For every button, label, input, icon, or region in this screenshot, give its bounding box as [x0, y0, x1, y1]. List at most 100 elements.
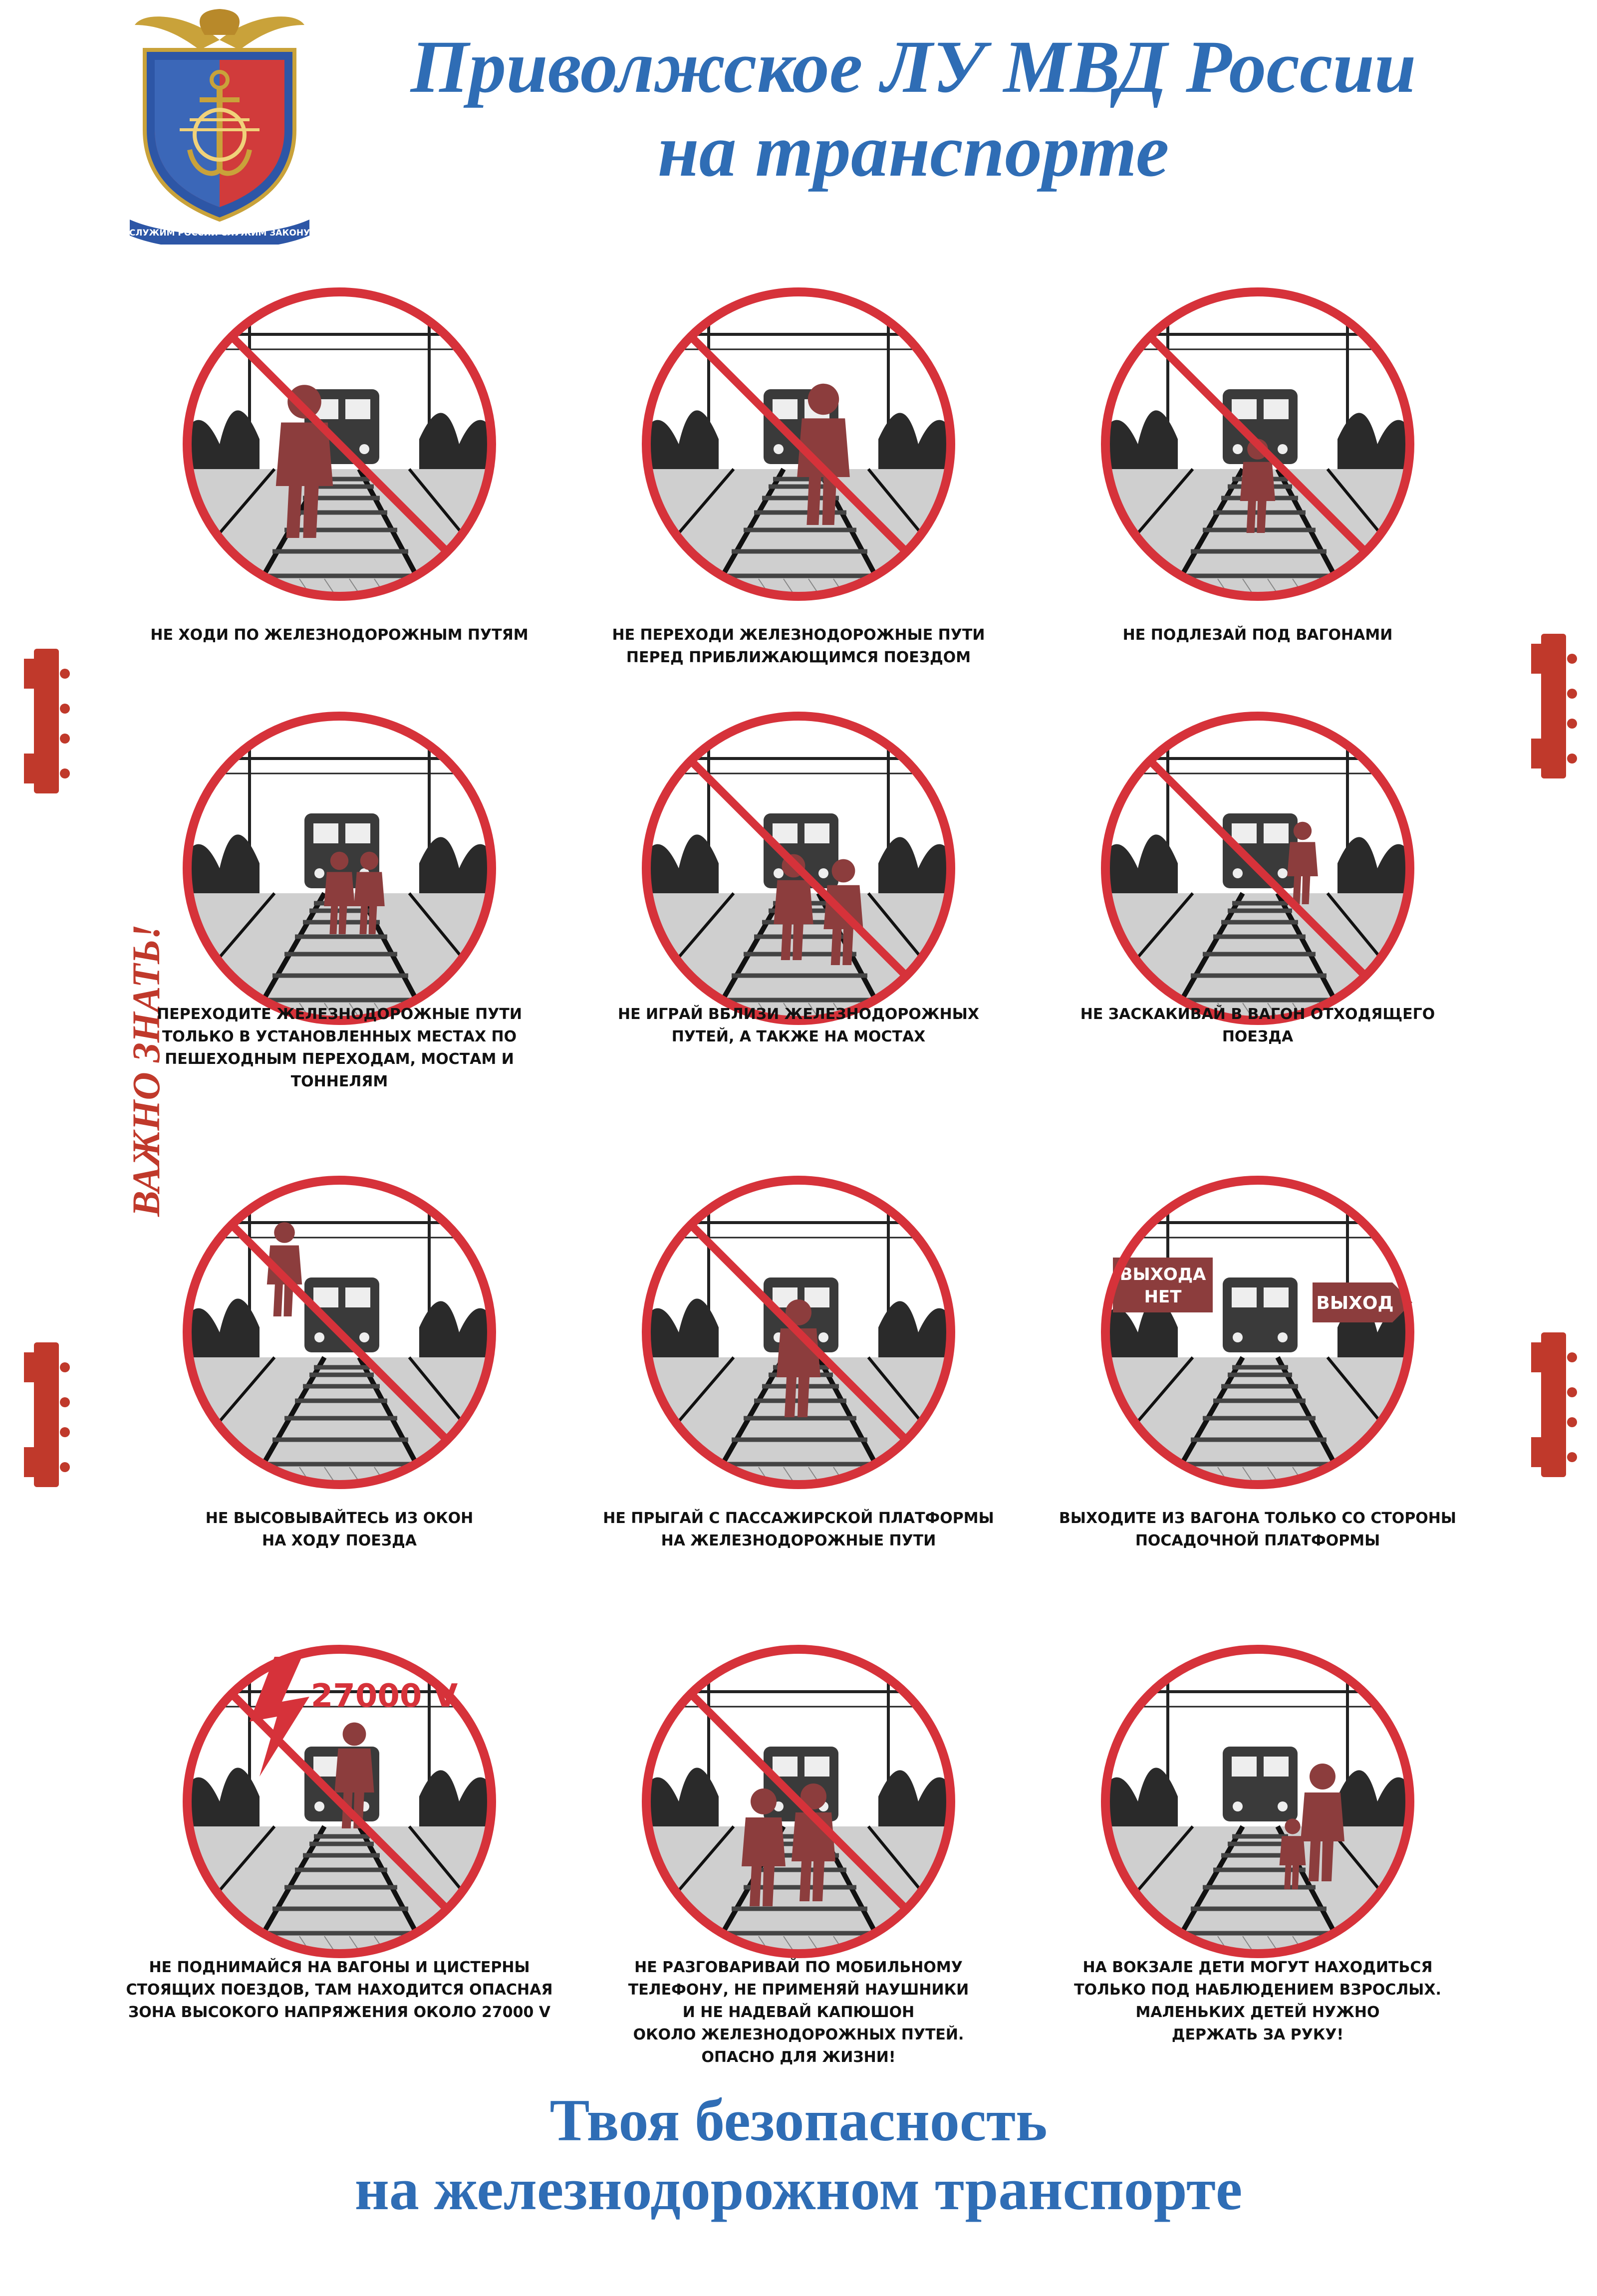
- rule-caption: НА ВОКЗАЛЕ ДЕТИ МОГУТ НАХОДИТЬСЯ ТОЛЬКО П…: [1033, 1956, 1482, 2046]
- prohibition-slash: [688, 334, 909, 554]
- rule-caption-line: МАЛЕНЬКИХ ДЕТЕЙ НУЖНО: [1135, 2004, 1380, 2021]
- prohibition-sign: [634, 704, 963, 1033]
- sign-ring: [183, 1645, 496, 1958]
- rule-caption: ПЕРЕХОДИТЕ ЖЕЛЕЗНОДОРОЖНЫЕ ПУТИ ТОЛЬКО В …: [115, 1003, 564, 1093]
- rule-caption: НЕ РАЗГОВАРИВАЙ ПО МОБИЛЬНОМУ ТЕЛЕФОНУ, Н…: [574, 1956, 1023, 2068]
- rule-item: НЕ ХОДИ ПО ЖЕЛЕЗНОДОРОЖНЫМ ПУТЯМ: [115, 279, 564, 729]
- poster-title: Приволжское ЛУ МВД России на транспорте: [319, 25, 1507, 193]
- instruction-illustration: ВЫХОДА НЕТ ВЫХОД: [1093, 1168, 1422, 1497]
- rule-caption-line: НЕ ПОДНИМАЙСЯ НА ВАГОНЫ И ЦИСТЕРНЫ: [149, 1959, 530, 1976]
- prohibition-sign: [634, 1168, 963, 1497]
- rule-caption-line: ТЕЛЕФОНУ, НЕ ПРИМЕНЯЙ НАУШНИКИ: [628, 1981, 969, 1999]
- prohibition-sign: [175, 1168, 504, 1497]
- sign-ring: [1101, 1645, 1414, 1958]
- rule-item: ВЫХОДА НЕТ ВЫХОД ВЫХОДИТЕ ИЗ ВАГОНА ТОЛЬКО …: [1033, 1168, 1482, 1617]
- title-line-2: на транспорте: [657, 109, 1169, 192]
- rule-caption-line: НЕ ПРЫГАЙ С ПАССАЖИРСКОЙ ПЛАТФОРМЫ: [603, 1510, 994, 1527]
- footer-line-1: Твоя безопасность: [549, 2087, 1048, 2153]
- prohibition-slash: [229, 334, 450, 554]
- rule-caption-line: НЕ ИГРАЙ ВБЛИЗИ ЖЕЛЕЗНОДОРОЖНЫХ: [618, 1006, 979, 1023]
- rule-caption-line: ПЕРЕХОДИТЕ ЖЕЛЕЗНОДОРОЖНЫЕ ПУТИ: [157, 1006, 522, 1023]
- rule-caption-line: НЕ ПОДЛЕЗАЙ ПОД ВАГОНАМИ: [1122, 626, 1393, 644]
- instruction-illustration: [175, 704, 504, 1033]
- rule-item: НЕ РАЗГОВАРИВАЙ ПО МОБИЛЬНОМУ ТЕЛЕФОНУ, Н…: [574, 1637, 1023, 2086]
- rule-caption-line: НЕ ЗАСКАКИВАЙ В ВАГОН ОТХОДЯЩЕГО: [1080, 1006, 1435, 1023]
- prohibition-slash: [1147, 334, 1368, 554]
- sign-ring: [183, 712, 496, 1025]
- rule-item: НА ВОКЗАЛЕ ДЕТИ МОГУТ НАХОДИТЬСЯ ТОЛЬКО П…: [1033, 1637, 1482, 2086]
- rule-item: ПЕРЕХОДИТЕ ЖЕЛЕЗНОДОРОЖНЫЕ ПУТИ ТОЛЬКО В …: [115, 704, 564, 1153]
- footer-line-2: на железнодорожном транспорте: [354, 2156, 1243, 2222]
- prohibition-slash: [688, 758, 909, 979]
- rule-caption-line: НА ЖЕЛЕЗНОДОРОЖНЫЕ ПУТИ: [661, 1532, 936, 1549]
- prohibition-slash: [229, 1222, 450, 1443]
- exit-sign: ВЫХОД: [1316, 1293, 1393, 1313]
- rule-caption: НЕ ХОДИ ПО ЖЕЛЕЗНОДОРОЖНЫМ ПУТЯМ: [115, 624, 564, 646]
- rule-caption-line: НЕ ПЕРЕХОДИ ЖЕЛЕЗНОДОРОЖНЫЕ ПУТИ: [612, 626, 985, 644]
- prohibition-slash: [688, 1222, 909, 1443]
- title-line-1: Приволжское ЛУ МВД России: [410, 25, 1416, 108]
- right-side-band: ВАЖНО ЗНАТЬ!: [1507, 624, 1597, 1572]
- police-emblem-icon: СЛУЖИМ РОССИИ СЛУЖИМ ЗАКОНУ: [129, 9, 310, 245]
- rule-caption-line: ДЕРЖАТЬ ЗА РУКУ!: [1171, 2026, 1344, 2043]
- sign-ring: [642, 287, 955, 601]
- rule-caption: НЕ ПРЫГАЙ С ПАССАЖИРСКОЙ ПЛАТФОРМЫ НА ЖЕЛ…: [574, 1507, 1023, 1552]
- rule-caption-line: НА ВОКЗАЛЕ ДЕТИ МОГУТ НАХОДИТЬСЯ: [1082, 1959, 1433, 1976]
- poster-header: СЛУЖИМ РОССИИ СЛУЖИМ ЗАКОНУ Приволжское …: [0, 0, 1597, 259]
- instruction-illustration: [1093, 1637, 1422, 1966]
- sign-ring: [1101, 712, 1414, 1025]
- railway-scene-icon: [183, 712, 496, 1025]
- prohibition-icon: [642, 1176, 955, 1489]
- railway-scene-icon: [1101, 1645, 1414, 1958]
- rule-caption-line: НЕ РАЗГОВАРИВАЙ ПО МОБИЛЬНОМУ: [634, 1959, 963, 1976]
- prohibition-sign: [634, 1637, 963, 1966]
- no-exit-sign-line2: НЕТ: [1144, 1287, 1182, 1307]
- rule-item: НЕ ПЕРЕХОДИ ЖЕЛЕЗНОДОРОЖНЫЕ ПУТИ ПЕРЕД ПР…: [574, 279, 1023, 729]
- rule-item: НЕ ЗАСКАКИВАЙ В ВАГОН ОТХОДЯЩЕГО ПОЕЗДА: [1033, 704, 1482, 1153]
- rule-caption-line: ОПАСНО ДЛЯ ЖИЗНИ!: [701, 2048, 896, 2066]
- rule-item: НЕ ПРЫГАЙ С ПАССАЖИРСКОЙ ПЛАТФОРМЫ НА ЖЕЛ…: [574, 1168, 1023, 1617]
- rule-caption-line: ПОСАДОЧНОЙ ПЛАТФОРМЫ: [1135, 1532, 1380, 1549]
- prohibition-slash: [229, 1691, 450, 1912]
- sign-ring: [183, 287, 496, 601]
- prohibition-slash: [1147, 758, 1368, 979]
- rule-caption-line: ПУТЕЙ, А ТАКЖЕ НА МОСТАХ: [671, 1028, 926, 1045]
- train-icon: [24, 1342, 70, 1487]
- train-icon: [1531, 1332, 1577, 1477]
- prohibition-sign: [175, 279, 504, 609]
- rule-caption-line: ВЫХОДИТЕ ИЗ ВАГОНА ТОЛЬКО СО СТОРОНЫ: [1059, 1510, 1456, 1527]
- sign-ring: [1101, 287, 1414, 601]
- rule-caption-line: ПОЕЗДА: [1222, 1028, 1294, 1045]
- sign-ring: [642, 712, 955, 1025]
- prohibition-slash: [688, 1691, 909, 1912]
- prohibition-icon: [642, 287, 955, 601]
- rule-caption-line: ПЕРЕД ПРИБЛИЖАЮЩИМСЯ ПОЕЗДОМ: [626, 649, 971, 666]
- no-exit-sign-line1: ВЫХОДА: [1120, 1265, 1207, 1284]
- left-side-band: ВАЖНО ЗНАТЬ!: [0, 639, 168, 1587]
- rule-caption: НЕ ЗАСКАКИВАЙ В ВАГОН ОТХОДЯЩЕГО ПОЕЗДА: [1033, 1003, 1482, 1048]
- rule-caption-line: ТОЛЬКО В УСТАНОВЛЕННЫХ МЕСТАХ ПО: [162, 1028, 517, 1045]
- rule-caption: ВЫХОДИТЕ ИЗ ВАГОНА ТОЛЬКО СО СТОРОНЫ ПОСА…: [1033, 1507, 1482, 1552]
- poster-footer: Твоя безопасность на железнодорожном тра…: [0, 2086, 1597, 2224]
- prohibition-icon: [642, 712, 955, 1025]
- side-label-left: ВАЖНО ЗНАТЬ!: [124, 924, 168, 1217]
- rule-caption: НЕ ИГРАЙ ВБЛИЗИ ЖЕЛЕЗНОДОРОЖНЫХ ПУТЕЙ, А …: [574, 1003, 1023, 1048]
- rule-caption: НЕ ПОДЛЕЗАЙ ПОД ВАГОНАМИ: [1033, 624, 1482, 646]
- rule-caption-line: НЕ ВЫСОВЫВАЙТЕСЬ ИЗ ОКОН: [205, 1510, 474, 1527]
- rule-item: НЕ ИГРАЙ ВБЛИЗИ ЖЕЛЕЗНОДОРОЖНЫХ ПУТЕЙ, А …: [574, 704, 1023, 1153]
- train-icon: [24, 649, 70, 793]
- sign-ring: [183, 1176, 496, 1489]
- rule-caption: НЕ ПЕРЕХОДИ ЖЕЛЕЗНОДОРОЖНЫЕ ПУТИ ПЕРЕД ПР…: [574, 624, 1023, 669]
- rule-caption-line: ЗОНА ВЫСОКОГО НАПРЯЖЕНИЯ ОКОЛО 27000 V: [128, 2004, 551, 2021]
- rule-caption-line: ТОННЕЛЯМ: [290, 1073, 388, 1090]
- prohibition-icon: [183, 287, 496, 601]
- rule-caption-line: ТОЛЬКО ПОД НАБЛЮДЕНИЕМ ВЗРОСЛЫХ.: [1074, 1981, 1441, 1999]
- train-icon: [1531, 634, 1577, 778]
- prohibition-icon: [183, 1176, 496, 1489]
- prohibition-sign: [634, 279, 963, 609]
- rule-item: НЕ ПОДЛЕЗАЙ ПОД ВАГОНАМИ: [1033, 279, 1482, 729]
- side-label-right: ВАЖНО ЗНАТЬ!: [1507, 1018, 1597, 1063]
